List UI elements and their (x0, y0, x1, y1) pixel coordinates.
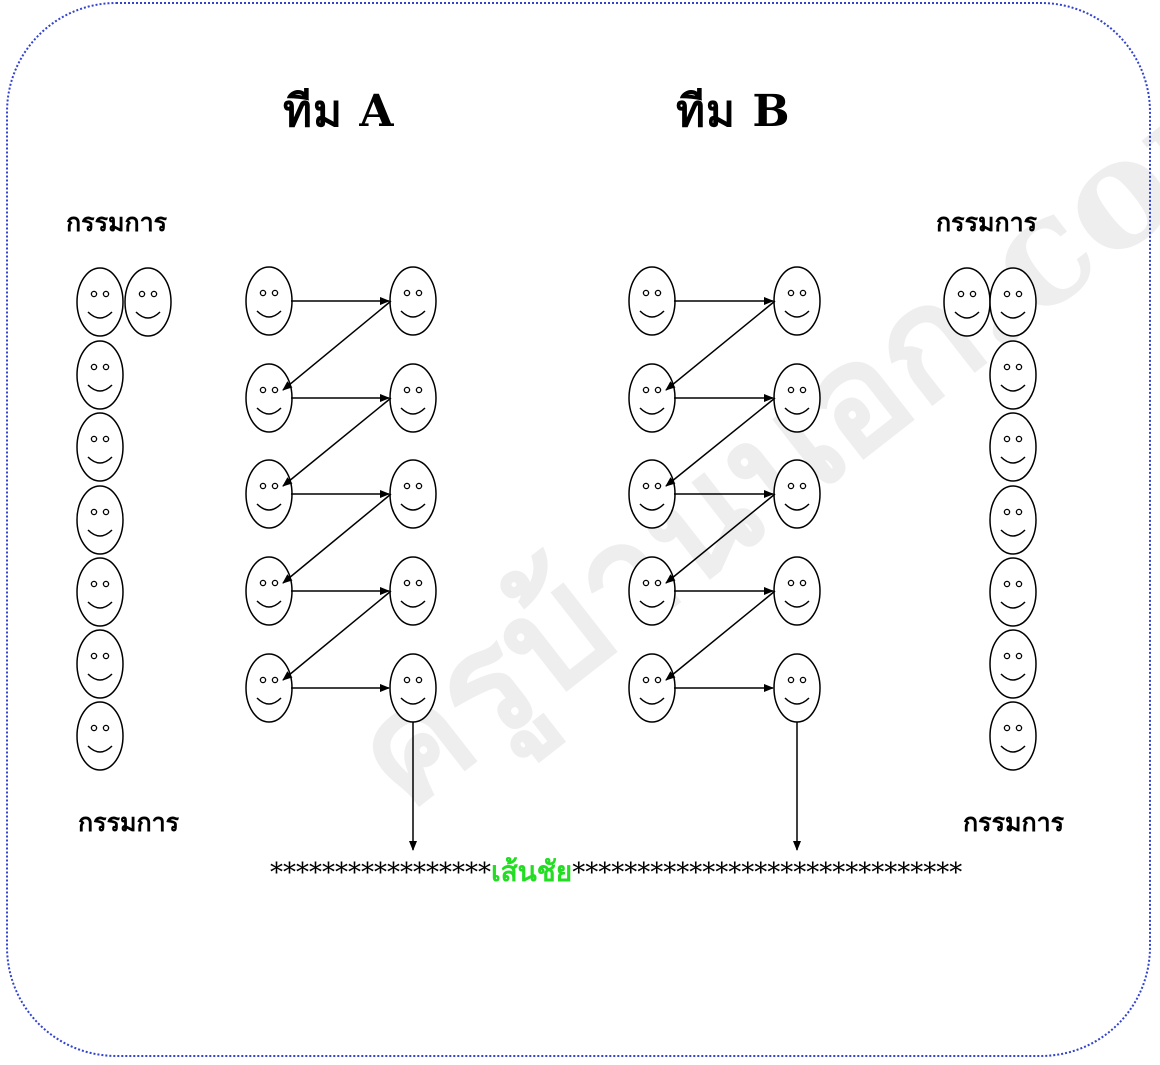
team-a-runner-face (245, 556, 293, 626)
referee-face (76, 412, 124, 482)
referee-face (76, 267, 124, 337)
team-b-runner-face (773, 556, 821, 626)
team-b-title: ทีม B (676, 86, 791, 137)
team-b-arrow (665, 493, 776, 584)
team-a-runner-face (389, 459, 437, 529)
referee-face (989, 340, 1037, 410)
referee-label-bottom-left: กรรมการ (78, 808, 180, 837)
team-a-arrow (282, 397, 392, 487)
referee-label-bottom-right: กรรมการ (963, 808, 1065, 837)
team-a-arrow (282, 493, 392, 584)
team-b-runner-face (773, 653, 821, 723)
referee-face (76, 629, 124, 699)
team-b-arrow (665, 300, 776, 391)
team-b-arrow (665, 590, 776, 681)
team-a-runner-face (245, 266, 293, 336)
team-a-title: ทีม A (283, 86, 395, 137)
referee-label-top-left: กรรมการ (66, 208, 168, 237)
referee-face (989, 267, 1037, 337)
team-a-runner-face (245, 653, 293, 723)
team-a-runner-face (245, 459, 293, 529)
referee-face (943, 267, 991, 337)
team-b-arrow (665, 397, 776, 487)
team-a-arrow (282, 300, 392, 391)
finish-stars-right: ****************************** (572, 858, 963, 888)
team-a-runner-face (245, 363, 293, 433)
referee-face (76, 701, 124, 771)
team-b-runner-face (628, 556, 676, 626)
team-a-runner-face (389, 266, 437, 336)
referee-label-top-right: กรรมการ (936, 208, 1038, 237)
arrows-group (282, 297, 801, 851)
team-b-runner-face (773, 459, 821, 529)
faces-group (76, 266, 1037, 771)
team-b-runner-face (628, 363, 676, 433)
referee-face (989, 412, 1037, 482)
team-a-runner-face (389, 363, 437, 433)
finish-label: เส้นชัย (491, 855, 573, 888)
finish-line: *****************เส้นชัย****************… (270, 850, 962, 894)
finish-stars-left: ***************** (270, 858, 491, 888)
team-a-arrow (282, 590, 392, 681)
team-b-runner-face (773, 266, 821, 336)
referee-face (76, 557, 124, 627)
referee-face (76, 340, 124, 410)
team-b-runner-face (628, 266, 676, 336)
referee-face (76, 485, 124, 555)
team-b-runner-face (773, 363, 821, 433)
rounded-dotted-border (6, 2, 1151, 1057)
team-b-runner-face (628, 459, 676, 529)
referee-face (989, 485, 1037, 555)
team-a-runner-face (389, 653, 437, 723)
referee-face (124, 267, 172, 337)
referee-face (989, 557, 1037, 627)
team-a-runner-face (389, 556, 437, 626)
referee-face (989, 629, 1037, 699)
referee-face (989, 701, 1037, 771)
team-b-runner-face (628, 653, 676, 723)
